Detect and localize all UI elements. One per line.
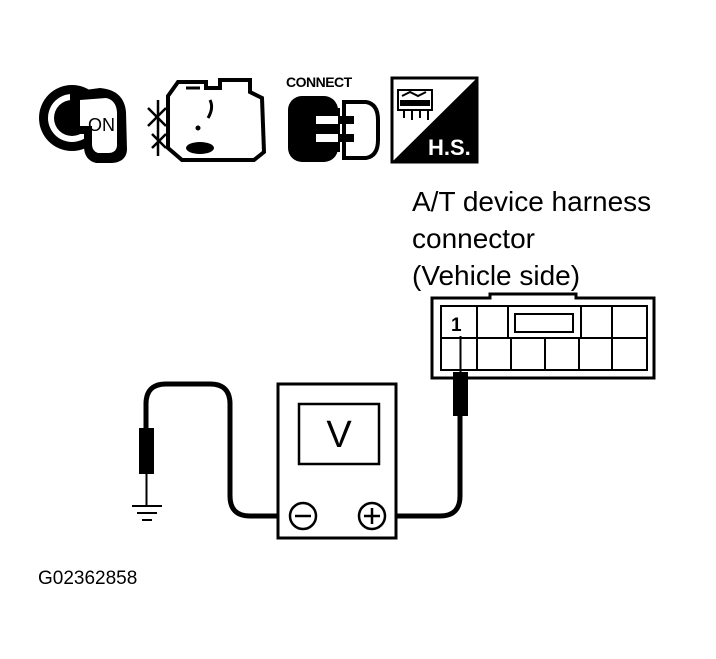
pin-number-label: 1 xyxy=(451,315,462,336)
voltmeter-label: V xyxy=(326,414,352,456)
ignition-on-icon: ON xyxy=(39,85,127,163)
connect-label: CONNECT xyxy=(286,74,353,90)
ignition-on-label: ON xyxy=(88,115,115,135)
engine-icon xyxy=(147,78,267,162)
negative-wire xyxy=(143,381,288,519)
connector-label-line3: (Vehicle side) xyxy=(412,260,580,291)
harness-connector: 1 xyxy=(430,292,656,380)
figure-code: G02362858 xyxy=(38,568,137,589)
positive-terminal: + xyxy=(357,501,387,531)
negative-terminal: − xyxy=(288,501,318,531)
hs-label: H.S. xyxy=(428,135,471,160)
positive-probe xyxy=(453,336,468,416)
harness-side-icon: H.S. xyxy=(390,76,479,164)
ground-icon xyxy=(132,505,162,521)
connect-icon: CONNECT xyxy=(286,74,380,162)
positive-wire xyxy=(386,414,463,519)
connector-label-line1: A/T device harness xyxy=(412,186,651,217)
voltmeter: V − + xyxy=(276,382,398,540)
connector-label-line2: connector xyxy=(412,223,535,254)
negative-probe xyxy=(139,428,154,506)
harness-connector-icon xyxy=(397,89,433,120)
